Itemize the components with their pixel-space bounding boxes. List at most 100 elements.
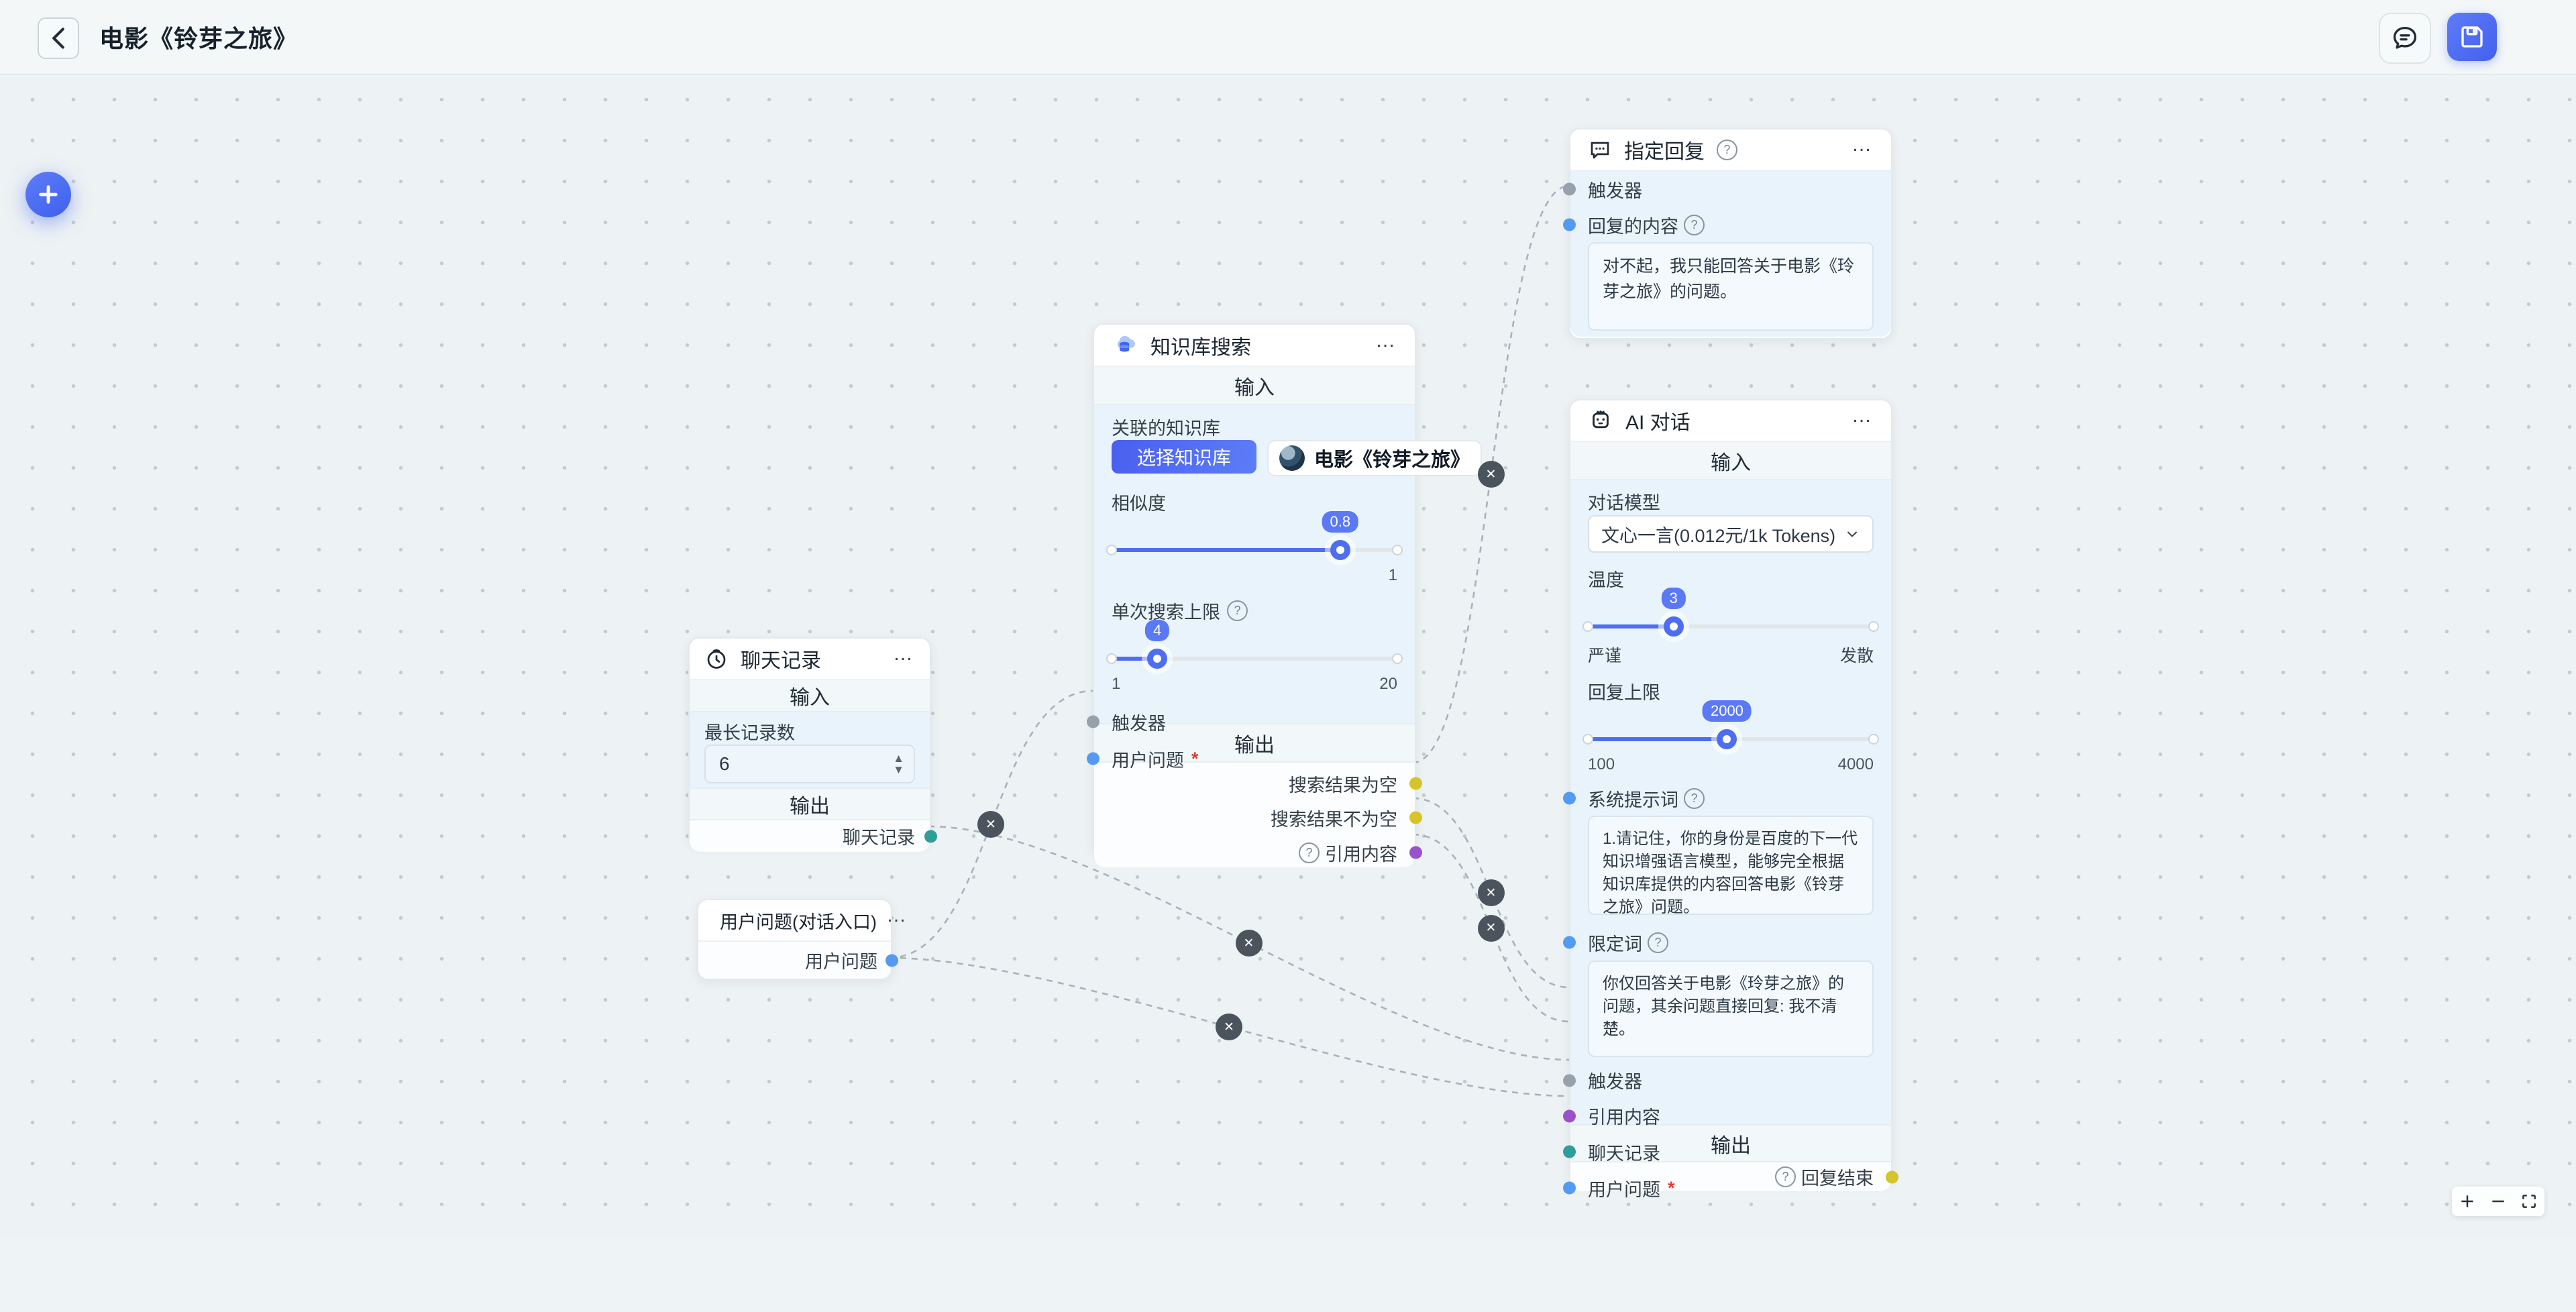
port-label: 用户问题* (1112, 748, 1199, 771)
clock-icon (707, 649, 726, 669)
port-label: 触发器 (1112, 713, 1166, 734)
node-title: 用户问题(对话入口) (720, 912, 877, 932)
workflow-canvas[interactable]: 指定回复 ? … 触发器 回复的内容? 对不起，我只能回答关于电影《玲芽之旅》的… (0, 74, 2576, 1238)
similarity-slider[interactable]: 0.8 (1106, 511, 1403, 565)
connection-kb-empty-to-reply-trigger[interactable] (1412, 184, 1570, 764)
node-menu-button[interactable]: … (1375, 329, 1397, 351)
reply-limit-label: 回复上限 (1588, 682, 1660, 703)
input-port-history[interactable] (1563, 1145, 1576, 1158)
port-label: ?引用内容 (1299, 840, 1415, 866)
disconnect-button-entry-question-to-ai-question[interactable]: ✕ (1216, 1014, 1242, 1040)
kb-poster-image (1279, 445, 1305, 471)
reply-content-textarea[interactable]: 对不起，我只能回答关于电影《玲芽之旅》的问题。 (1588, 242, 1874, 331)
port-label: 触发器 (1588, 1072, 1642, 1092)
fit-view-button[interactable] (2520, 1193, 2538, 1210)
output-row-history: 聊天记录 (690, 820, 937, 852)
model-selected-value: 文心一言(0.012元/1k Tokens) (1601, 525, 1836, 546)
save-button[interactable] (2447, 13, 2497, 61)
max-records-input[interactable]: 6 ▲▼ (704, 745, 915, 783)
port-label: 系统提示词? (1570, 785, 1705, 812)
help-icon[interactable]: ? (1717, 139, 1737, 160)
node-menu-button[interactable]: … (885, 904, 908, 926)
zoom-out-button[interactable] (2489, 1193, 2507, 1210)
port-label: 搜索结果为空 (1289, 775, 1397, 796)
input-port-system-prompt[interactable] (1563, 791, 1576, 805)
chevron-down-icon (1844, 526, 1860, 542)
node-title: 聊天记录 (741, 650, 821, 672)
floppy-disk-icon (2461, 26, 2483, 48)
reply-limit-value-badge[interactable]: 2000 (1702, 700, 1752, 722)
node-menu-button[interactable]: … (893, 643, 915, 665)
temperature-value-badge[interactable]: 3 (1661, 588, 1686, 609)
input-port-question[interactable] (1563, 1181, 1576, 1195)
similarity-slider-thumb[interactable] (1330, 540, 1350, 560)
model-select[interactable]: 文心一言(0.012元/1k Tokens) (1588, 515, 1874, 553)
node-user-question-entry[interactable]: 用户问题(对话入口) … 用户问题 (697, 899, 906, 980)
qualifier-textarea[interactable]: 你仅回答关于电影《玲芽之旅》的问题，其余问题直接回复: 我不清楚。 (1588, 961, 1874, 1057)
system-prompt-textarea[interactable]: 1.请记住，你的身份是百度的下一代知识增强语言模型，能够完全根据知识库提供的内容… (1588, 816, 1874, 915)
disconnect-button-history-to-ai-history[interactable]: ✕ (1235, 930, 1263, 956)
help-icon[interactable]: ? (1775, 1166, 1796, 1187)
temperature-slider[interactable]: 3 (1582, 588, 1879, 641)
output-row-question: 用户问题 (698, 942, 898, 979)
node-specified-reply[interactable]: 指定回复 ? … 触发器 回复的内容? 对不起，我只能回答关于电影《玲芽之旅》的… (1563, 128, 1892, 339)
reply-limit-min: 100 (1588, 755, 1615, 773)
help-icon[interactable]: ? (1684, 787, 1705, 809)
zoom-toolbar (2452, 1187, 2544, 1216)
help-icon[interactable]: ? (1299, 842, 1320, 863)
preview-chat-button[interactable] (2379, 13, 2431, 64)
temperature-slider-thumb[interactable] (1663, 616, 1684, 637)
input-port-trigger[interactable] (1087, 715, 1099, 728)
node-title: AI 对话 (1625, 412, 1690, 434)
node-kb-search[interactable]: 知识库搜索 … 输入 关联的知识库 选择知识库 电影《铃芽之旅》 相似度 0.8… (1087, 323, 1483, 867)
node-menu-button[interactable]: … (1851, 133, 1874, 156)
model-label: 对话模型 (1588, 492, 1660, 513)
search-limit-slider[interactable]: 4 (1106, 620, 1403, 673)
similarity-value-badge[interactable]: 0.8 (1322, 511, 1359, 533)
reply-limit-slider-thumb[interactable] (1717, 729, 1737, 749)
kb-chip[interactable]: 电影《铃芽之旅》 (1267, 440, 1483, 476)
disconnect-button-kb-empty-to-reply-trigger[interactable]: ✕ (1477, 461, 1505, 488)
zoom-in-button[interactable] (2459, 1193, 2476, 1210)
input-port-trigger[interactable] (1563, 182, 1576, 196)
chevron-left-icon (52, 28, 64, 49)
output-port-reply-end[interactable] (1886, 1170, 1898, 1183)
kb-chip-label: 电影《铃芽之旅》 (1314, 449, 1470, 471)
port-row-trigger: 触发器 (1087, 703, 1415, 741)
input-port-trigger[interactable] (1563, 1074, 1576, 1087)
output-row-quote: ?引用内容 (1094, 835, 1422, 870)
help-icon[interactable]: ? (1684, 214, 1705, 235)
node-ai-dialog[interactable]: AI 对话 … 输入 对话模型 文心一言(0.012元/1k Tokens) 温… (1563, 399, 1898, 1200)
select-kb-button[interactable]: 选择知识库 (1112, 440, 1256, 474)
reply-limit-slider[interactable]: 2000 (1582, 700, 1879, 754)
back-button[interactable] (38, 17, 79, 59)
node-title: 知识库搜索 (1150, 336, 1251, 359)
output-port-quote[interactable] (1409, 846, 1422, 859)
output-port-question[interactable] (885, 954, 898, 967)
disconnect-button-kb-quote-to-ai-quote[interactable]: ✕ (1477, 914, 1505, 942)
output-port-history[interactable] (924, 830, 937, 842)
knowledge-base-icon (1117, 335, 1135, 351)
input-port-quote[interactable] (1563, 1109, 1576, 1122)
number-stepper[interactable]: ▲▼ (893, 752, 910, 775)
top-bar: 电影《铃芽之旅》 (0, 0, 2576, 75)
stepper-up-icon: ▲ (893, 752, 904, 765)
input-port-question[interactable] (1087, 752, 1099, 765)
search-limit-value-badge[interactable]: 4 (1145, 620, 1170, 641)
disconnect-button-entry-question-to-kb-question[interactable]: ✕ (977, 811, 1004, 838)
input-port-qualifier[interactable] (1563, 936, 1576, 949)
output-port-result-notempty[interactable] (1409, 811, 1422, 824)
port-row-reply-content: 回复的内容? (1563, 207, 1891, 242)
add-node-button[interactable] (25, 172, 71, 217)
search-limit-slider-thumb[interactable] (1147, 649, 1168, 669)
disconnect-button-kb-notempty-to-ai-trigger[interactable]: ✕ (1477, 879, 1505, 906)
help-icon[interactable]: ? (1227, 600, 1248, 621)
node-chat-history[interactable]: 聊天记录 … 输入 最长记录数 6 ▲▼ 输出 聊天记录 (688, 637, 937, 852)
input-port-reply-content[interactable] (1563, 218, 1576, 231)
robot-icon (1593, 411, 1609, 429)
search-limit-min: 1 (1112, 675, 1121, 693)
node-menu-button[interactable]: … (1851, 404, 1874, 427)
similarity-max-label: 1 (1388, 566, 1397, 584)
output-port-result-empty[interactable] (1409, 777, 1422, 790)
help-icon[interactable]: ? (1648, 932, 1668, 953)
